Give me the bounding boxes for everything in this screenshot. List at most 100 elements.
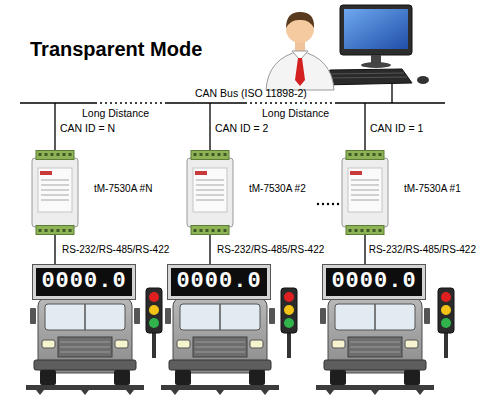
- module-outline: [355, 229, 358, 232]
- pc-workstation: [327, 77, 407, 78]
- module-outline: [373, 229, 376, 232]
- module-outline: [195, 171, 207, 175]
- module-outline: [351, 199, 379, 200]
- pc-workstation: [371, 55, 381, 63]
- module-outline: [69, 153, 72, 156]
- converter-module: tM-7530A #2: [185, 150, 235, 235]
- module-outline: [196, 179, 224, 180]
- module-outline: [206, 153, 209, 156]
- node-id-label: CAN ID = N: [60, 123, 115, 135]
- module-outline: [41, 179, 69, 180]
- module-outline: [193, 168, 227, 212]
- module-outline: [346, 151, 384, 160]
- can-bus-line: [335, 102, 445, 103]
- module-outline: [196, 184, 224, 185]
- module-outline: [41, 199, 69, 200]
- serial-link: [209, 235, 210, 265]
- module-outline: [69, 229, 72, 232]
- module-outline: [57, 153, 60, 156]
- pc-workstation: [417, 76, 429, 84]
- module-name: tM-7530A #1: [404, 183, 461, 194]
- module-outline: [367, 229, 370, 232]
- module-outline: [379, 229, 382, 232]
- module-outline: [41, 194, 69, 195]
- module-outline: [36, 151, 74, 160]
- module-outline: [224, 229, 227, 232]
- module-outline: [212, 229, 215, 232]
- user-figure: [286, 12, 314, 28]
- converter-module: tM-7530A #N: [30, 150, 80, 235]
- module-outline: [361, 229, 364, 232]
- module-outline: [367, 153, 370, 156]
- pc-workstation: [340, 5, 412, 55]
- module-outline: [51, 153, 54, 156]
- pc-workstation: [330, 73, 404, 74]
- module-outline: [191, 151, 229, 160]
- module-outline: [51, 229, 54, 232]
- serial-link: [54, 235, 55, 265]
- module-outline: [206, 229, 209, 232]
- display-reading: 0000.0: [331, 271, 416, 293]
- distance-label: Long Distance: [262, 108, 329, 120]
- module-outline: [36, 226, 74, 235]
- can-drop-wire: [55, 84, 392, 150]
- module-outline: [224, 153, 227, 156]
- module-outline: [41, 184, 69, 185]
- continuation-dots: [327, 203, 329, 205]
- traffic-light: [281, 288, 297, 358]
- can-drop-wire: [391, 84, 392, 103]
- module-outline: [200, 153, 203, 156]
- truck-figure: [316, 298, 434, 395]
- module-outline: [191, 226, 229, 235]
- module-outline: [379, 153, 382, 156]
- pc-workstation: [361, 62, 391, 68]
- led-display: 0000.0: [168, 265, 270, 299]
- module-outline: [361, 153, 364, 156]
- truck-figure: [26, 298, 144, 395]
- module-outline: [342, 158, 388, 227]
- continuation-dots: [322, 203, 324, 205]
- traffic-light: [146, 288, 162, 358]
- module-outline: [57, 229, 60, 232]
- pc-workstation: [322, 69, 412, 85]
- module-outline: [348, 168, 382, 212]
- interface-label: RS-232/RS-485/RS-422: [215, 244, 326, 256]
- display-reading: 0000.0: [41, 271, 126, 293]
- module-outline: [218, 229, 221, 232]
- module-outline: [38, 168, 72, 212]
- module-outline: [218, 153, 221, 156]
- can-bus-line: [95, 102, 165, 103]
- module-outline: [351, 194, 379, 195]
- module-outline: [373, 153, 376, 156]
- module-outline: [349, 153, 352, 156]
- led-display: 0000.0: [323, 265, 425, 299]
- user-figure: [295, 58, 305, 86]
- continuation-dots: [317, 203, 339, 205]
- distance-label: Long Distance: [82, 108, 149, 120]
- traffic-light: [438, 288, 454, 358]
- interface-label: RS-232/RS-485/RS-422: [60, 244, 171, 256]
- pc-workstation: [322, 5, 429, 85]
- module-outline: [351, 179, 379, 180]
- user-figure: [266, 51, 334, 90]
- can-bus-line: [245, 102, 335, 103]
- can-bus-line: [20, 102, 95, 103]
- interface-label: RS-232/RS-485/RS-422: [367, 244, 478, 256]
- module-outline: [196, 194, 224, 195]
- converter-module: tM-7530A #1: [340, 150, 390, 235]
- module-outline: [40, 171, 52, 175]
- pc-workstation: [344, 9, 408, 49]
- module-name: tM-7530A #2: [249, 183, 306, 194]
- module-outline: [63, 153, 66, 156]
- module-outline: [351, 184, 379, 185]
- module-outline: [196, 199, 224, 200]
- display-reading: 0000.0: [176, 271, 261, 293]
- module-outline: [63, 229, 66, 232]
- module-outline: [346, 226, 384, 235]
- module-outline: [194, 153, 197, 156]
- module-outline: [187, 158, 233, 227]
- truck-figure: [161, 298, 279, 395]
- module-outline: [212, 153, 215, 156]
- led-display: 0000.0: [33, 265, 135, 299]
